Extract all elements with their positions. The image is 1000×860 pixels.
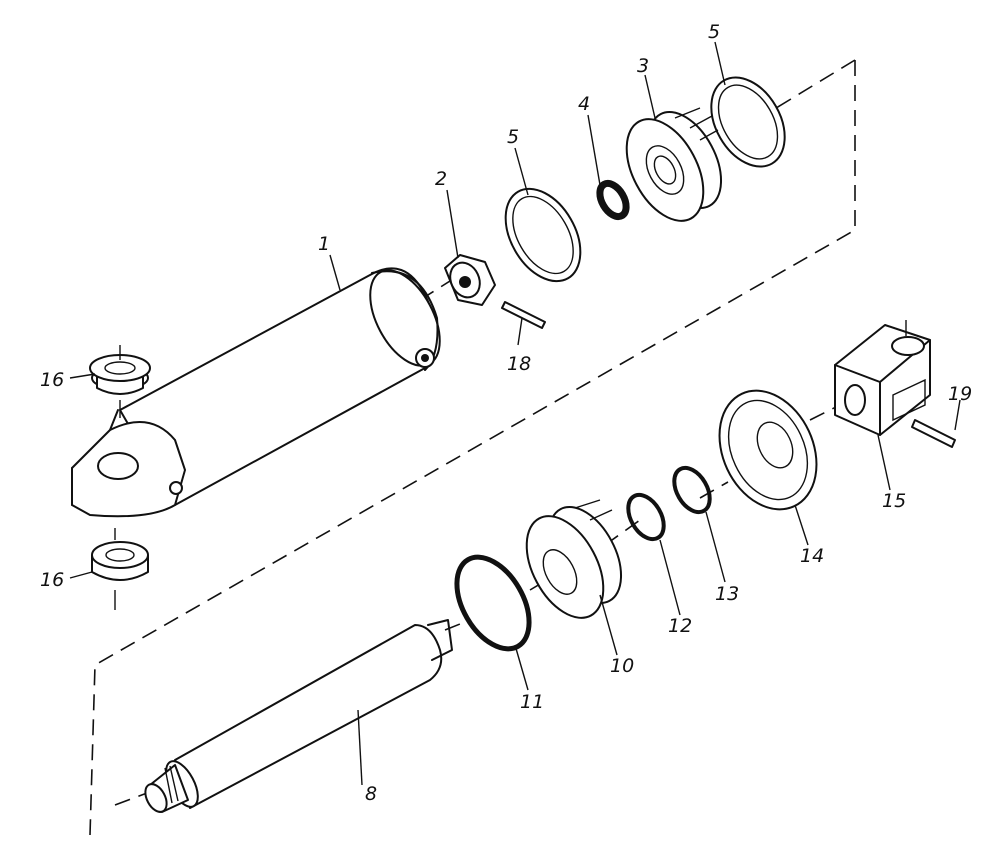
callout-14: 14 bbox=[800, 545, 824, 567]
callout-8: 8 bbox=[365, 783, 377, 805]
callout-12: 12 bbox=[668, 615, 692, 637]
part-18-pin bbox=[501, 301, 546, 329]
part-16-bushing-bottom bbox=[91, 528, 149, 610]
part-14-end-cap bbox=[718, 389, 818, 511]
callout-10: 10 bbox=[610, 655, 634, 677]
part-12-ring bbox=[626, 492, 666, 542]
part-16-bushing-top bbox=[89, 345, 151, 418]
callout-5-left: 5 bbox=[507, 126, 519, 148]
part-4-small-ring bbox=[596, 179, 630, 221]
callout-16-top: 16 bbox=[40, 369, 64, 391]
callout-16-bottom: 16 bbox=[40, 569, 64, 591]
part-10-piston bbox=[525, 499, 623, 619]
callout-18: 18 bbox=[507, 353, 531, 375]
part-15-clevis bbox=[834, 320, 931, 436]
callout-13: 13 bbox=[715, 583, 739, 605]
callout-19: 19 bbox=[948, 383, 972, 405]
callout-4: 4 bbox=[578, 93, 590, 115]
part-8-piston-rod bbox=[144, 619, 453, 813]
part-2-nut bbox=[444, 254, 496, 306]
part-13-ring bbox=[672, 465, 712, 515]
part-3-gland bbox=[625, 107, 723, 222]
part-5-ring-left bbox=[504, 187, 582, 283]
part-11-oring bbox=[454, 554, 532, 652]
part-19-pin bbox=[911, 419, 956, 448]
callout-15: 15 bbox=[882, 490, 906, 512]
assembly-boundary-dashed bbox=[89, 60, 856, 836]
callout-1: 1 bbox=[318, 233, 330, 255]
part-5-ring-right bbox=[710, 76, 786, 168]
callout-5-right: 5 bbox=[708, 21, 720, 43]
callout-2: 2 bbox=[435, 168, 447, 190]
callout-11: 11 bbox=[520, 691, 544, 713]
part-1-cylinder-barrel bbox=[71, 267, 441, 518]
callout-3: 3 bbox=[637, 55, 649, 77]
leader-lines bbox=[69, 41, 961, 786]
